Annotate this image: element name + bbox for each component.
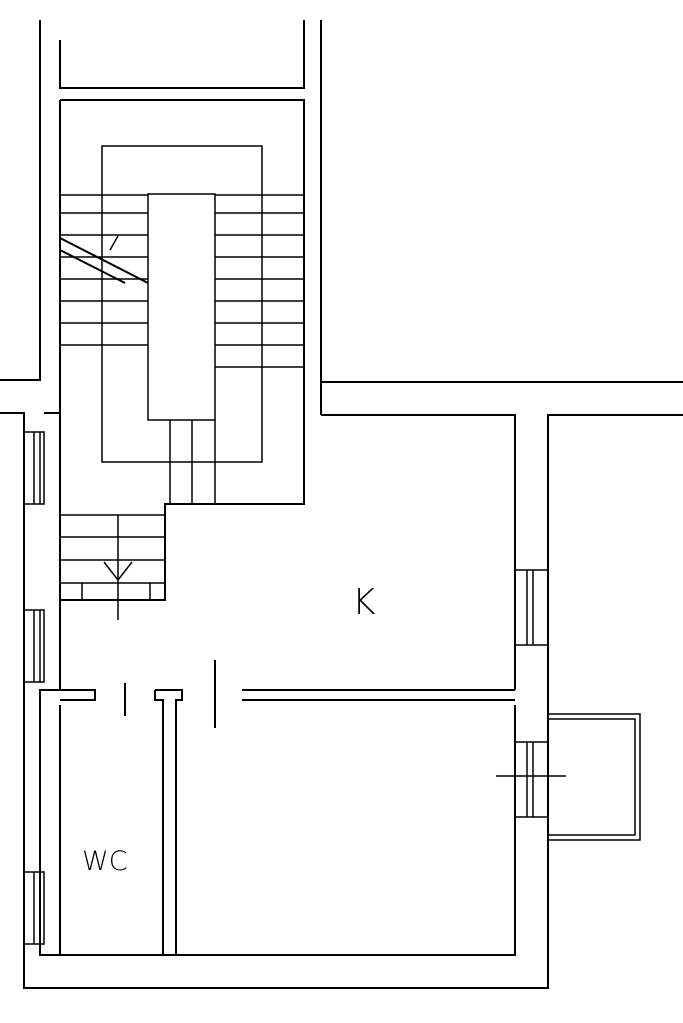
apartment-walls [0, 412, 683, 989]
stair-break-line [59, 235, 149, 284]
vertical-flight [169, 420, 216, 504]
room-label-wc: WC [82, 846, 128, 877]
right-flight-treads [215, 194, 304, 368]
stair-inner-outline [59, 99, 305, 601]
stair-well-outer [101, 145, 263, 463]
stair-arrow-down [103, 561, 133, 582]
balcony [548, 713, 641, 841]
windows [23, 431, 566, 945]
window-left-2 [23, 609, 45, 683]
partitions [60, 660, 515, 955]
stair-well-inner [147, 193, 216, 421]
room-label-kitchen: K [352, 582, 376, 623]
window-right-2-balcony-door [496, 741, 566, 818]
window-left-3 [23, 871, 45, 945]
left-flight-treads [60, 194, 148, 346]
lower-flight [60, 514, 165, 620]
stairs [59, 145, 304, 620]
window-right-1 [514, 569, 549, 646]
window-left-1 [23, 431, 45, 505]
